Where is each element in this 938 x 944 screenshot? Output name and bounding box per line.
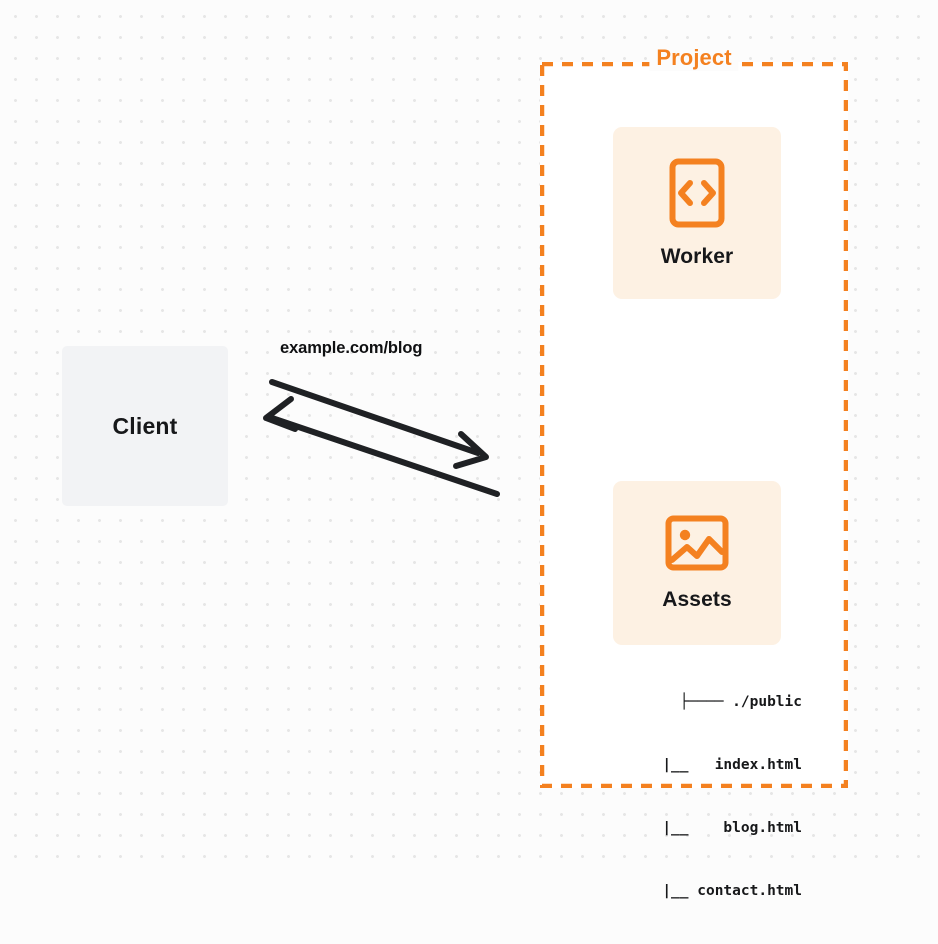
node-assets-label: Assets [662,588,732,611]
file-tree-row: |__ blog.html [644,820,802,836]
code-brackets-icon [669,158,725,228]
file-tree-row: |__ index.html [644,757,802,773]
connector-label: example.com/blog [280,339,423,357]
node-worker[interactable]: Worker [613,127,781,299]
node-worker-label: Worker [660,245,734,268]
assets-file-tree: ├──── ./public |__ index.html |__ blog.h… [588,650,802,944]
file-tree-row: ├──── ./public [679,694,802,710]
node-client-label: Client [112,412,178,439]
connector-arrows [263,379,500,497]
project-title: Project [649,45,739,71]
diagram-canvas: Client example.com/blog Project Wor [62,45,848,899]
node-assets[interactable]: Assets [613,481,781,645]
image-icon [665,515,729,571]
node-client[interactable]: Client [62,346,228,506]
arrow-request [269,379,489,469]
project-container[interactable]: Project Worker Assets ├──── ./public |__… [540,45,848,899]
arrow-response [263,396,500,497]
file-tree-row: |__ contact.html [644,883,802,899]
